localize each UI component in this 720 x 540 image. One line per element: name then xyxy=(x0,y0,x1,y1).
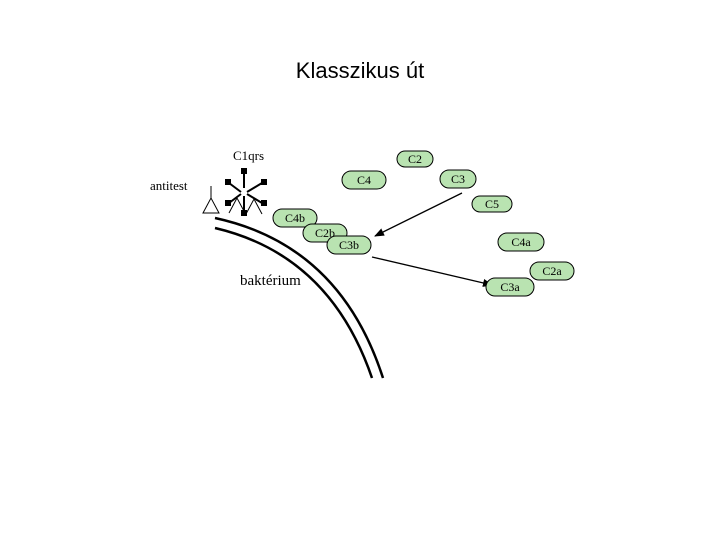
node-c3: C3 xyxy=(439,169,477,189)
svg-text:C3a: C3a xyxy=(500,280,520,294)
svg-text:C5: C5 xyxy=(485,197,499,211)
antibody-label: antitest xyxy=(150,178,188,193)
svg-text:C2: C2 xyxy=(408,152,422,166)
svg-text:C3b: C3b xyxy=(339,238,359,252)
bacterium-membrane-outer xyxy=(214,216,385,379)
svg-text:C2a: C2a xyxy=(542,264,562,278)
c1qrs-complex xyxy=(225,168,267,216)
arrow-c3-to-c3b xyxy=(374,192,463,237)
svg-text:C4: C4 xyxy=(357,173,371,187)
node-c5: C5 xyxy=(471,195,513,213)
arrow-c3b-to-c3a xyxy=(371,256,493,287)
svg-text:C2b: C2b xyxy=(315,226,335,240)
bacterium-membrane-inner xyxy=(214,226,374,379)
svg-text:C3: C3 xyxy=(451,172,465,186)
node-c2: C2 xyxy=(396,150,434,168)
node-c4: C4 xyxy=(341,170,387,190)
node-c2a: C2a xyxy=(529,261,575,281)
page-title: Klasszikus út xyxy=(296,58,424,83)
node-c3a: C3a xyxy=(485,277,535,297)
svg-text:C4b: C4b xyxy=(285,211,305,225)
svg-text:C4a: C4a xyxy=(511,235,531,249)
node-c3b: C3b xyxy=(326,235,372,255)
node-c4a: C4a xyxy=(497,232,545,252)
node-c4b: C4b xyxy=(272,208,318,228)
bacterium-label: baktérium xyxy=(240,273,301,289)
c1qrs-label: C1qrs xyxy=(233,148,264,163)
